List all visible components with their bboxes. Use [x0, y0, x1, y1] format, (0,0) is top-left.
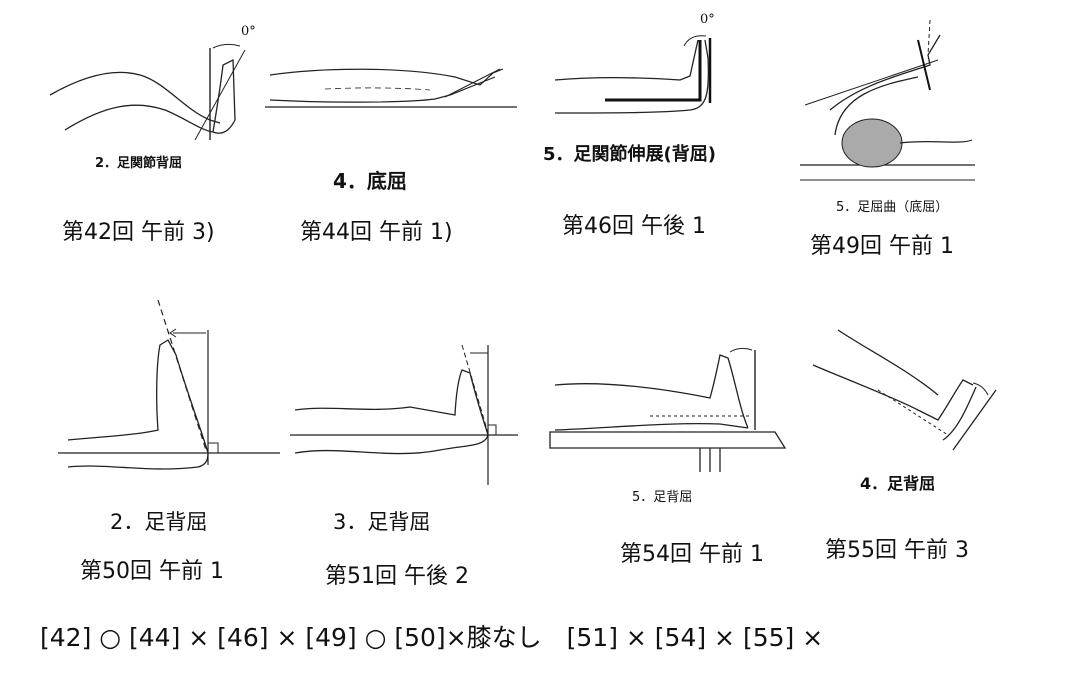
figure-46: 0°: [550, 12, 730, 133]
answer-summary: [42] ○ [44] × [46] × [49] ○ [50]×膝なし [51…: [40, 623, 824, 652]
caption-50: 2．足背屈: [110, 510, 208, 534]
caption-51: 3．足背屈: [333, 510, 431, 534]
ankle-extension-illustration-46: [554, 35, 712, 114]
dorsiflexion-illustration-54: [549, 347, 787, 472]
exam-label-49: 第49回 午前 1: [810, 234, 954, 259]
angle-zero-label-46: 0°: [700, 12, 715, 27]
exam-label-50: 第50回 午前 1: [80, 559, 224, 584]
ankle-dorsiflexion-illustration-42: [49, 43, 246, 141]
figure-51: [290, 335, 520, 490]
caption-54: 5．足背屈: [632, 490, 693, 505]
figure-55: [808, 325, 998, 455]
caption-46: 5．足関節伸展(背屈): [543, 144, 716, 165]
plantarflexion-illustration-49: [800, 19, 975, 181]
plantarflexion-illustration-44: [265, 68, 517, 108]
figure-44: [265, 55, 520, 115]
dorsiflexion-illustration-55: [812, 329, 997, 451]
exam-label-51: 第51回 午後 2: [325, 564, 469, 589]
figure-54: [549, 340, 790, 480]
exam-label-54: 第54回 午前 1: [620, 542, 764, 567]
dorsiflexion-illustration-51: [290, 344, 518, 485]
exam-label-46: 第46回 午後 1: [562, 214, 706, 239]
figure-50: [58, 295, 283, 490]
caption-42: 2．足関節背屈: [95, 156, 183, 171]
caption-44: 4．底屈: [333, 169, 407, 193]
figure-42: 0°: [45, 20, 275, 150]
caption-55: 4．足背屈: [860, 474, 936, 493]
dorsiflexion-illustration-50: [58, 299, 280, 470]
caption-49: 5．足屈曲（底屈）: [836, 200, 949, 215]
exam-label-55: 第55回 午前 3: [825, 538, 969, 563]
figure-49: [800, 15, 980, 185]
exam-label-42: 第42回 午前 3): [62, 220, 215, 245]
exam-label-44: 第44回 午前 1): [300, 220, 453, 245]
angle-zero-label: 0°: [241, 24, 256, 39]
